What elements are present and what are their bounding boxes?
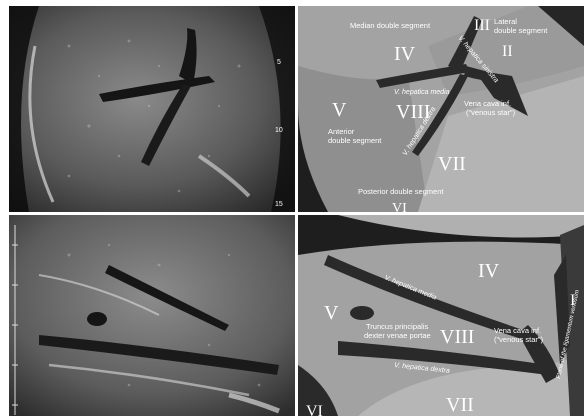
segment-VI-label: VI bbox=[306, 403, 323, 416]
segment-II-label: II bbox=[502, 43, 513, 60]
ultrasound-bottom bbox=[9, 215, 295, 416]
label-vena-cava-1: Vena cava inf. bbox=[464, 99, 511, 108]
label-truncus-1: Truncus principalis bbox=[366, 322, 428, 331]
ultrasound-top-image: 5 10 15 bbox=[9, 6, 295, 212]
vessel-v-hepatica-media: V. hepatica media bbox=[394, 89, 450, 96]
label-lateral-1: Lateral bbox=[494, 17, 517, 26]
label-anterior-1: Anterior bbox=[328, 127, 355, 136]
segment-III-label: III bbox=[474, 17, 490, 34]
segment-IV-label: IV bbox=[394, 43, 416, 65]
ultrasound-top: 5 10 15 bbox=[9, 6, 295, 212]
segment-V-label: V bbox=[332, 99, 347, 121]
label-lateral-2: double segment bbox=[494, 26, 548, 35]
segment-VI-label: VI bbox=[392, 201, 407, 212]
label-posterior-double-segment: Posterior double segment bbox=[358, 187, 444, 196]
diagram-top: IV III II V VIII VII VI Median double se… bbox=[298, 6, 584, 212]
label-vena-cava-1: Vena cava inf. bbox=[494, 326, 541, 335]
label-truncus-2: dexter venae portae bbox=[364, 331, 431, 340]
diagram-bottom: IV I V VIII VII VI Truncus principalis d… bbox=[298, 215, 584, 416]
segment-VIII-label: VIII bbox=[440, 326, 474, 348]
ultrasound-bottom-image bbox=[9, 215, 295, 416]
scale-mark-5: 5 bbox=[277, 59, 281, 66]
diagram-bottom-drawing: IV I V VIII VII VI Truncus principalis d… bbox=[298, 215, 584, 416]
label-vena-cava-2: ("venous star") bbox=[494, 335, 544, 344]
label-anterior-2: double segment bbox=[328, 136, 382, 145]
label-vena-cava-2: ("venous star") bbox=[466, 108, 516, 117]
scale-mark-10: 10 bbox=[275, 127, 283, 134]
segment-VII-label: VII bbox=[446, 394, 474, 416]
diagram-top-drawing: IV III II V VIII VII VI Median double se… bbox=[298, 6, 584, 212]
segment-VII-label: VII bbox=[438, 153, 466, 175]
label-median-double-segment: Median double segment bbox=[350, 21, 431, 30]
scale-mark-15: 15 bbox=[275, 201, 283, 208]
segment-V-label: V bbox=[324, 302, 339, 324]
segment-IV-label: IV bbox=[478, 260, 500, 282]
